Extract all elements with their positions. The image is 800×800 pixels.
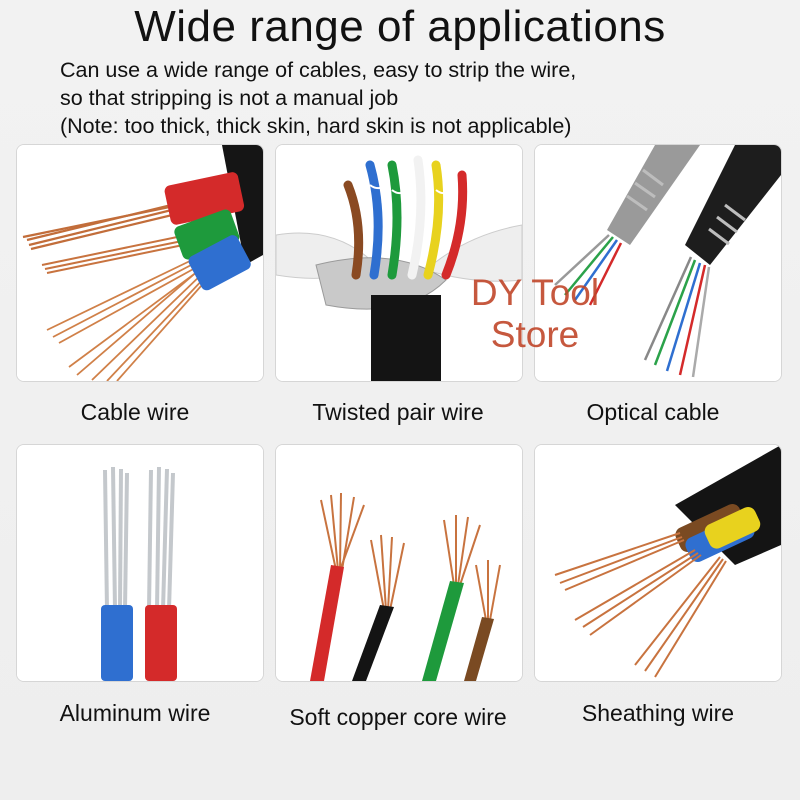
- description-line-1: Can use a wide range of cables, easy to …: [60, 58, 577, 82]
- twisted-pair-wire-photo: [276, 145, 522, 381]
- caption-twisted-pair-wire: Twisted pair wire: [312, 399, 484, 425]
- watermark-line-1: DY Tool: [470, 272, 600, 313]
- caption-aluminum-wire: Aluminum wire: [59, 700, 211, 726]
- optical-cable-photo: [535, 145, 781, 381]
- soft-copper-core-wire-card: [275, 444, 523, 682]
- caption-optical-cable: Optical cable: [586, 399, 720, 425]
- caption-cable-wire: Cable wire: [80, 399, 190, 425]
- sheathing-wire-photo: [535, 445, 781, 681]
- aluminum-wire-photo: [17, 445, 263, 681]
- cable-wire-photo: [17, 145, 263, 381]
- twisted-pair-wire-card: [275, 144, 523, 382]
- description: Can use a wide range of cables, easy to …: [60, 56, 790, 140]
- optical-cable-card: [534, 144, 782, 382]
- store-watermark: DY Tool Store: [430, 272, 640, 356]
- cable-wire-card: [16, 144, 264, 382]
- page-title: Wide range of applications: [134, 2, 666, 51]
- watermark-line-2: Store: [490, 314, 580, 355]
- description-line-3: (Note: too thick, thick skin, hard skin …: [60, 114, 572, 138]
- caption-sheathing-wire: Sheathing wire: [581, 700, 735, 726]
- caption-soft-copper-core-wire: Soft copper core wire: [289, 704, 507, 730]
- description-line-2: so that stripping is not a manual job: [60, 86, 399, 110]
- sheathing-wire-card: [534, 444, 782, 682]
- soft-copper-core-wire-photo: [276, 445, 522, 681]
- aluminum-wire-card: [16, 444, 264, 682]
